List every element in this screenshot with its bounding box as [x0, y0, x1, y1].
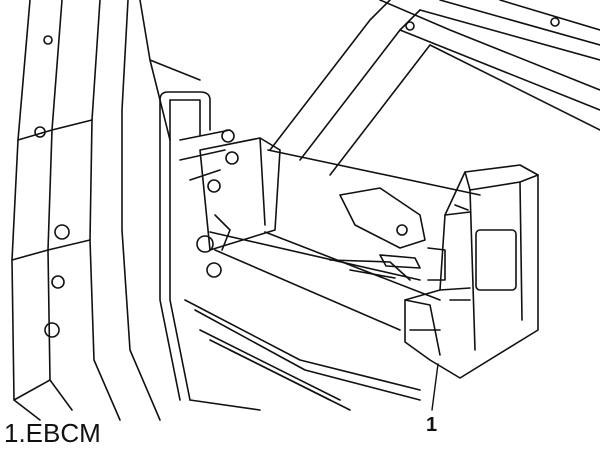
brake-lines [159, 91, 421, 411]
left-frame-rail [11, 0, 201, 421]
figure-caption: 1.EBCM [4, 418, 101, 448]
upper-frame-brace [269, 0, 600, 176]
ebcm-module [379, 164, 539, 379]
callout-number-1: 1 [426, 414, 438, 436]
hydraulic-modulator [196, 129, 281, 278]
callout-leader [431, 363, 439, 411]
removal-guide-lines [209, 149, 481, 331]
mounting-bracket [329, 187, 426, 281]
